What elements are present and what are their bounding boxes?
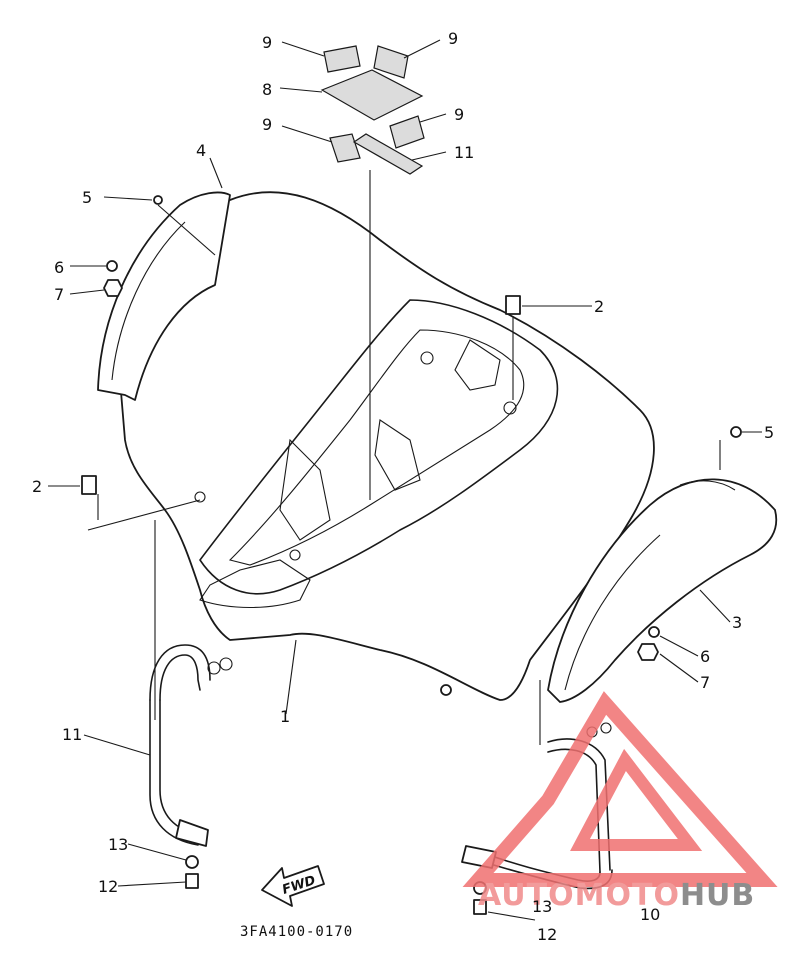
callout-11: 11: [62, 725, 82, 744]
bolt-12-right: [473, 899, 487, 915]
callout-4: 4: [196, 141, 206, 160]
decal-9-top-right: [373, 45, 409, 79]
nut-7-left: [103, 279, 123, 297]
assembly-lines: [87, 170, 721, 745]
bolt-2-right: [505, 295, 521, 315]
washer-6-left: [106, 260, 118, 272]
strip-11-top: [352, 133, 424, 175]
watermark-triangle-icon: [462, 691, 778, 887]
decal-8-plate: [320, 69, 424, 121]
callout-13: 13: [108, 835, 128, 854]
callout-9: 9: [448, 29, 458, 48]
washer-13-left: [185, 855, 199, 869]
callout-11: 11: [454, 143, 474, 162]
bolt-fender-bottom: [440, 684, 452, 696]
callout-9: 9: [454, 105, 464, 124]
callout-5: 5: [82, 188, 92, 207]
diagram-code: 3FA4100-0170: [240, 924, 353, 940]
callout-6: 6: [700, 647, 710, 666]
leader-lines: [48, 39, 762, 921]
bolt-12-left: [185, 873, 199, 889]
callout-6: 6: [54, 258, 64, 277]
decal-9-right: [389, 115, 425, 149]
callout-12: 12: [537, 925, 557, 944]
callout-12: 12: [98, 877, 118, 896]
callout-3: 3: [732, 613, 742, 632]
screw-5-left: [153, 195, 163, 205]
right-mud-flap: [547, 478, 778, 703]
callout-13: 13: [532, 897, 552, 916]
watermark-text-hub: HUB: [680, 878, 755, 913]
automotohub-watermark: AUTOMOTOHUB: [462, 691, 778, 913]
fasteners: [81, 195, 742, 915]
svg-text:AUTOMOTOHUB: AUTOMOTOHUB: [478, 878, 755, 913]
forward-arrow: FWD: [261, 865, 325, 907]
callout-2: 2: [594, 297, 604, 316]
callout-8: 8: [262, 80, 272, 99]
watermark-inner-triangle-icon: [570, 748, 703, 851]
decal-9-left: [329, 133, 361, 163]
nut-7-right: [637, 643, 659, 661]
callout-2: 2: [32, 477, 42, 496]
watermark-text-automoto: AUTOMOTO: [478, 878, 680, 913]
callout-labels: 9 9 8 9 9 11 4 5 6 7 2 5 2 3 6 7 1 11 13…: [32, 29, 774, 944]
left-mud-flap: [97, 191, 231, 401]
callout-1: 1: [280, 707, 290, 726]
callout-9: 9: [262, 33, 272, 52]
callout-10: 10: [640, 905, 660, 924]
decal-set: [320, 45, 425, 175]
callout-7: 7: [700, 673, 710, 692]
callout-5: 5: [764, 423, 774, 442]
decal-9-top-left: [323, 45, 361, 73]
callout-9: 9: [262, 115, 272, 134]
left-grab-bar: [149, 644, 233, 847]
screw-5-right: [730, 426, 742, 438]
bolt-2-left: [81, 475, 97, 495]
callout-7: 7: [54, 285, 64, 304]
washer-6-right: [648, 626, 660, 638]
